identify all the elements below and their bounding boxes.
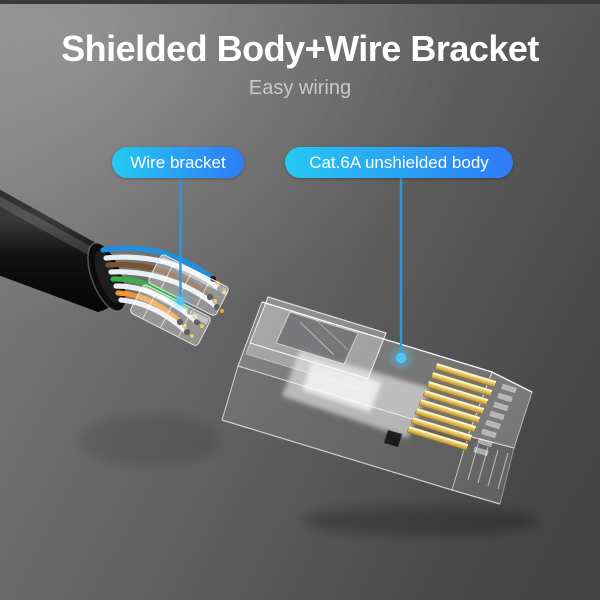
gold-pins	[407, 362, 497, 451]
bracket-upper-tier	[148, 254, 229, 316]
wire-tips	[176, 275, 228, 339]
pin-comb-slats	[473, 383, 517, 457]
wire-brown	[105, 261, 213, 300]
edge-highlight-top	[261, 301, 533, 393]
top-edge-strip	[0, 0, 600, 4]
wire-tip	[213, 303, 225, 314]
nose-ribs	[467, 443, 509, 490]
latch-detail-line	[313, 317, 349, 351]
edge-highlight-bottom	[221, 419, 501, 505]
latch-detail-line	[299, 321, 335, 356]
wire-bracket-label-pill: Wire bracket	[112, 147, 244, 178]
wire-white-1	[103, 254, 223, 292]
cable-end-core	[94, 250, 122, 304]
cable-highlight	[0, 196, 97, 257]
wire-tip	[206, 293, 218, 304]
cat6a-body-label-pill: Cat.6A unshielded body	[285, 147, 513, 178]
wire-bundle	[100, 245, 223, 335]
wire-tip	[193, 318, 205, 329]
wire-white-2	[108, 269, 220, 310]
wire-bracket-callout-dot	[176, 296, 185, 306]
connector-latch-rim	[245, 342, 369, 391]
page-title: Shielded Body+Wire Bracket	[61, 28, 539, 69]
connector-latch	[249, 296, 387, 380]
connector-top-glare	[302, 362, 382, 412]
cable-jacket	[0, 189, 122, 312]
rj45-connector	[221, 296, 533, 505]
cat6a-body-callout-dot	[395, 352, 407, 364]
edge-highlight-left	[221, 301, 263, 421]
wire-blue	[100, 245, 216, 282]
connector-notch	[384, 430, 402, 447]
cat6a-body-callout	[390, 177, 412, 369]
connector-shadow	[302, 506, 538, 536]
wire-bracket-callout	[172, 177, 189, 309]
wire-white-4	[118, 297, 190, 335]
cat6a-body-label: Cat.6A unshielded body	[309, 152, 489, 172]
page-subtitle: Easy wiring	[248, 77, 352, 99]
wire-tip	[186, 308, 198, 319]
cable	[0, 189, 127, 312]
wire-bracket-label: Wire bracket	[130, 152, 226, 172]
cable-shadow	[80, 414, 220, 466]
wire-tip	[183, 328, 195, 339]
wire-tip	[176, 318, 188, 329]
